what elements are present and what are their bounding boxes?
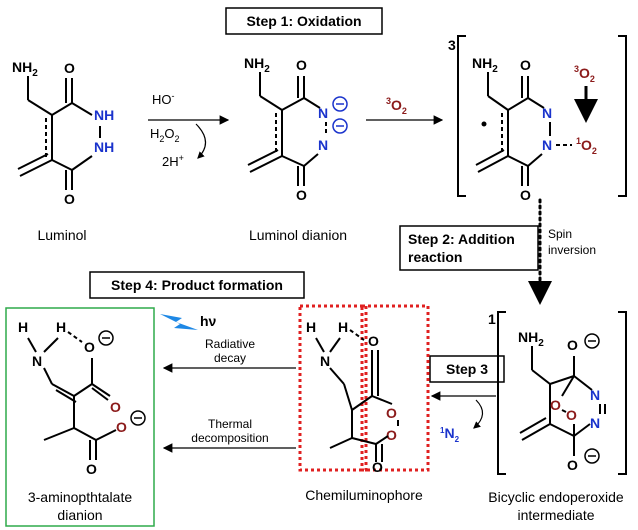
triplet-multiplicity: 3: [448, 37, 456, 53]
step2-label: Step 2: Addition reaction: [399, 225, 539, 271]
product-charge-1: [98, 330, 114, 346]
dianion-label: Luminol dianion: [249, 227, 347, 243]
peroxide-highlight-box: [360, 304, 430, 472]
step2-text-line2: reaction: [408, 249, 462, 265]
complex-n2: N: [542, 137, 552, 153]
chemi-h2: H: [338, 319, 348, 335]
chemi-h1: H: [306, 319, 316, 335]
dianion-n1: N: [318, 105, 328, 121]
dianion-o-bottom: O: [296, 187, 307, 203]
dianion-charge-2: [332, 118, 348, 134]
step4-label: Step 4: Product formation: [89, 271, 305, 299]
photon-symbol: hν: [200, 313, 217, 329]
step1-label: Step 1: Oxidation: [225, 7, 383, 35]
luminol-o-bottom: O: [64, 191, 75, 207]
complex-o-bottom: O: [520, 187, 531, 203]
chemi-o-ring-2: O: [386, 427, 397, 443]
oxidation-arrow: HO- H2O2 2H+: [148, 91, 230, 169]
photon-emission: hν: [160, 313, 217, 330]
bicyclic-n1: N: [590, 387, 600, 403]
spin-inversion-arrow: Spin inversion: [528, 198, 596, 305]
bicyclic-label-line2: intermediate: [517, 507, 594, 523]
chemiluminophore: H N H O O O O Chemiluminophore: [298, 304, 430, 503]
product-structure: H N H O O O O 3-aminopthtalate dianion: [5, 307, 155, 527]
thermal-decomposition-arrow: Thermal decomposition: [162, 417, 296, 453]
complex-n1: N: [542, 105, 552, 121]
product-label-line2: dianion: [57, 507, 102, 523]
complex-o-top: O: [520, 57, 531, 73]
triplet-complex: 3 NH2 O N N 1O2 3O2 O: [448, 35, 627, 203]
bicyclic-o-bottom: O: [567, 457, 578, 473]
product-label-line1: 3-aminopthtalate: [28, 489, 133, 505]
chemiluminophore-label: Chemiluminophore: [305, 487, 423, 503]
dianion-nh2: NH2: [244, 55, 270, 75]
protons-byproduct: 2H+: [162, 153, 184, 169]
dianion-n2: N: [318, 137, 328, 153]
complex-nh2: NH2: [472, 55, 498, 75]
step1-text: Step 1: Oxidation: [246, 13, 361, 29]
step3-arrow: 1N2: [430, 391, 496, 444]
peroxide-reagent: H2O2: [150, 126, 180, 144]
hydroxide-reagent: HO-: [152, 91, 175, 107]
radiative-label-line1: Radiative: [205, 337, 255, 351]
triplet-oxygen-arrow: 3O2: [366, 96, 444, 125]
luminol-structure: NH2 O NH NH O Luminol: [12, 59, 114, 243]
product-o-anion-1: O: [84, 339, 95, 355]
bicyclic-charge-top: [584, 333, 600, 349]
step3-text: Step 3: [446, 361, 488, 377]
product-o-carbonyl-1: O: [110, 399, 121, 415]
product-n: N: [32, 353, 42, 369]
triplet-oxygen-in-complex: 3O2: [574, 64, 595, 84]
singlet-oxygen-label: 1O2: [576, 136, 597, 156]
nitrogen-byproduct: 1N2: [440, 425, 460, 444]
luminol-nh2: NH2: [12, 59, 38, 79]
thermal-label-line1: Thermal: [208, 417, 252, 431]
bicyclic-nh2: NH2: [518, 329, 544, 349]
amine-highlight-box: [298, 304, 368, 472]
bicyclic-o-peroxide-2: O: [566, 407, 577, 423]
chemi-o-ring-1: O: [386, 405, 397, 421]
triplet-oxygen-reagent: 3O2: [386, 96, 407, 116]
luminol-nh-1: NH: [94, 107, 114, 123]
bicyclic-endoperoxide: 1 NH2 O N N O O O Bicyclic end: [488, 311, 627, 523]
dianion-structure: NH2 O N N O Luminol dianion: [244, 55, 348, 243]
bicyclic-charge-bottom: [584, 448, 600, 464]
thermal-label-line2: decomposition: [191, 431, 268, 445]
spin-label-line1: Spin: [548, 227, 572, 241]
chemi-o-top: O: [368, 333, 379, 349]
dianion-charge-1: [332, 96, 348, 112]
product-o-carbonyl-2: O: [86, 461, 97, 477]
bicyclic-o-top: O: [567, 337, 578, 353]
radiative-decay-arrow: Radiative decay: [162, 337, 296, 373]
product-h2: H: [56, 319, 66, 335]
singlet-multiplicity: 1: [488, 311, 496, 327]
chemi-o-bottom: O: [372, 459, 383, 475]
step4-text: Step 4: Product formation: [111, 277, 283, 293]
product-box: [5, 307, 155, 527]
lightning-icon: [160, 314, 198, 330]
bicyclic-o-peroxide-1: O: [550, 397, 561, 413]
radiative-label-line2: decay: [214, 351, 246, 365]
step3-label: Step 3: [429, 355, 505, 383]
product-o-anion-2: O: [116, 419, 127, 435]
luminol-label: Luminol: [37, 227, 86, 243]
chemi-n: N: [320, 353, 330, 369]
spin-label-line2: inversion: [548, 243, 596, 257]
luminol-nh-2: NH: [94, 139, 114, 155]
luminol-o-top: O: [64, 60, 75, 76]
bicyclic-n2: N: [590, 415, 600, 431]
product-charge-2: [130, 410, 146, 426]
dianion-o-top: O: [296, 57, 307, 73]
radical-dot: [481, 121, 487, 127]
bicyclic-label-line1: Bicyclic endoperoxide: [488, 489, 624, 505]
product-h1: H: [18, 319, 28, 335]
step2-text-line1: Step 2: Addition: [408, 231, 515, 247]
